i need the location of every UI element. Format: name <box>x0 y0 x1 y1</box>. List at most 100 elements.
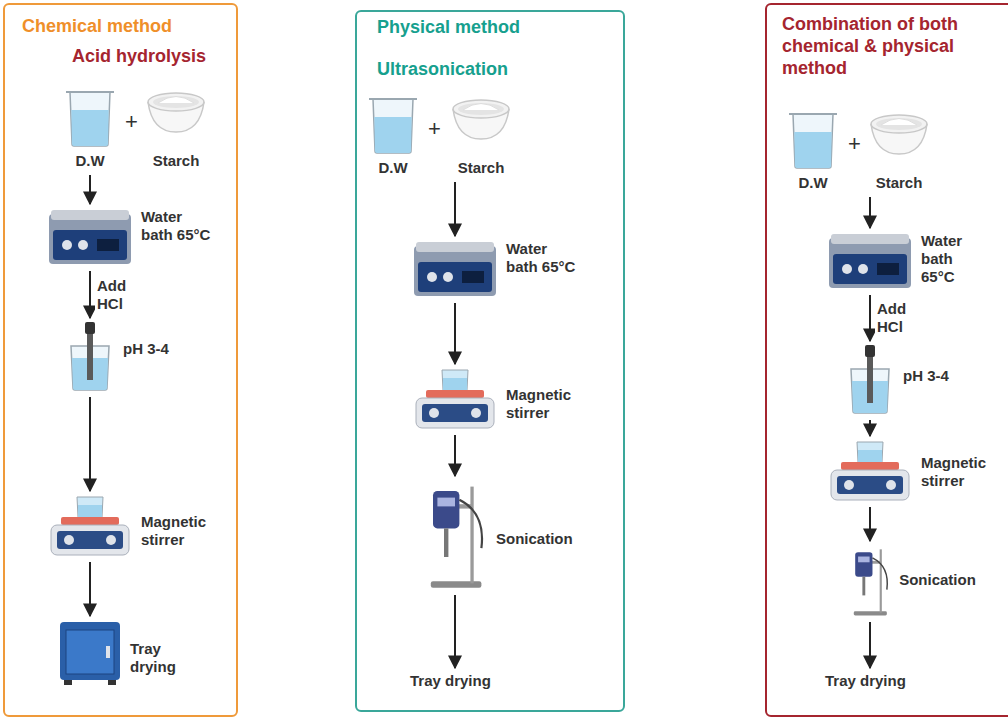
bath-part <box>53 230 127 260</box>
bath-part <box>416 242 494 252</box>
beaker-part <box>369 98 417 100</box>
process-step: Water bath 65°C <box>47 208 213 266</box>
beaker-part <box>373 99 413 153</box>
stirrer-part <box>426 390 484 398</box>
stirrer-part <box>442 370 468 390</box>
bowl-part <box>158 97 194 104</box>
sonic-part <box>444 528 448 557</box>
ingredient-label: D.W <box>378 159 407 177</box>
ingredient-label: Starch <box>876 174 923 192</box>
stirrer-part <box>471 408 481 418</box>
step-label: Tray drying <box>130 640 202 676</box>
ingredient-label: D.W <box>75 152 104 170</box>
step-label: Magnetic stirrer <box>921 454 993 490</box>
flow-arrow <box>89 562 91 616</box>
bath-part <box>842 264 852 274</box>
stirrer-part <box>51 525 129 555</box>
ingredient-column: Starch <box>451 95 511 177</box>
flow-arrow <box>869 420 871 436</box>
stirrer-icon <box>412 368 498 430</box>
bath-part <box>414 246 496 296</box>
dryer-part <box>108 680 116 685</box>
stirrer-icon <box>827 440 913 502</box>
bath-part <box>78 240 88 250</box>
beaker-part <box>66 91 114 93</box>
flow-arrow <box>454 182 456 236</box>
method-panel: Physical methodUltrasonicationD.W StarchW… <box>355 10 625 712</box>
flow-arrow <box>454 435 456 476</box>
sonic-part <box>437 498 455 507</box>
sonic-part <box>470 487 473 584</box>
process-step: pH 3-4 <box>845 345 949 415</box>
flow-arrow <box>869 622 871 668</box>
process-step: Magnetic stirrer <box>827 440 993 502</box>
stirrer-part <box>837 476 903 494</box>
bowl-part <box>153 96 199 108</box>
ingredient-column: Starch <box>869 110 929 192</box>
stirrer-part <box>61 517 119 525</box>
sonic-icon <box>848 545 891 617</box>
ingredient-column: D.W <box>365 95 421 177</box>
ingredient-column: D.W <box>785 110 841 192</box>
panel-subtitle: Ultrasonication <box>377 58 623 80</box>
stirrer-part <box>844 480 854 490</box>
process-step: Magnetic stirrer <box>47 495 223 557</box>
ingredient-label: D.W <box>798 174 827 192</box>
stirrer-part <box>858 450 882 462</box>
panel-subtitle: Acid hydrolysis <box>72 45 236 67</box>
process-step: Sonication <box>422 480 573 590</box>
beaker-part <box>374 117 411 153</box>
bath-icon <box>827 232 913 290</box>
plus-sign: + <box>428 117 441 141</box>
ingredient-label: Starch <box>458 159 505 177</box>
flow-arrow <box>89 397 91 491</box>
arrow-label: Add HCl <box>95 277 139 313</box>
bowl-icon <box>869 110 929 158</box>
bath-part <box>62 240 72 250</box>
process-step: Tray drying <box>825 672 906 690</box>
process-step: Water bath 65°C <box>412 240 582 298</box>
bath-part <box>877 263 899 275</box>
bath-part <box>858 264 868 274</box>
method-panel: Combination of both chemical & physical … <box>765 3 1008 717</box>
plus-sign: + <box>848 132 861 156</box>
bath-part <box>97 239 119 251</box>
ph-icon <box>845 345 895 415</box>
bowl-part <box>881 119 917 126</box>
sonic-part <box>858 557 870 563</box>
flow-arrow <box>89 175 91 204</box>
dryer-part <box>66 630 114 674</box>
stirrer-part <box>416 398 494 428</box>
stirrer-part <box>57 531 123 549</box>
step-label: Tray drying <box>410 672 491 690</box>
process-step: Water bath 65°C <box>827 232 983 290</box>
sonic-icon <box>422 480 488 590</box>
plus-sign: + <box>125 110 138 134</box>
panel-title: Physical method <box>377 16 623 38</box>
ph-icon <box>65 322 115 392</box>
step-label: Magnetic stirrer <box>141 513 223 549</box>
ph-part <box>85 322 95 334</box>
bowl-part <box>871 115 927 133</box>
ph-part <box>865 345 875 357</box>
step-label: pH 3-4 <box>123 340 169 358</box>
dryer-part <box>64 680 72 685</box>
panel-title: Chemical method <box>22 15 236 37</box>
stirrer-part <box>106 535 116 545</box>
bowl-icon <box>146 88 206 136</box>
arrow-label: Add HCl <box>875 300 919 336</box>
bath-part <box>831 234 909 244</box>
sonic-part <box>862 577 865 596</box>
sonic-part <box>880 549 882 612</box>
ph-part <box>867 353 873 403</box>
stirrer-part <box>422 404 488 422</box>
ingredient-column: Starch <box>146 88 206 170</box>
stirrer-part <box>429 408 439 418</box>
process-step: Sonication <box>848 545 976 617</box>
stirrer-part <box>77 497 103 517</box>
step-label: Sonication <box>899 571 976 589</box>
ph-part <box>87 330 93 380</box>
ingredient-column: D.W <box>62 88 118 170</box>
stirrer-part <box>841 462 899 470</box>
dryer-part <box>60 622 120 680</box>
